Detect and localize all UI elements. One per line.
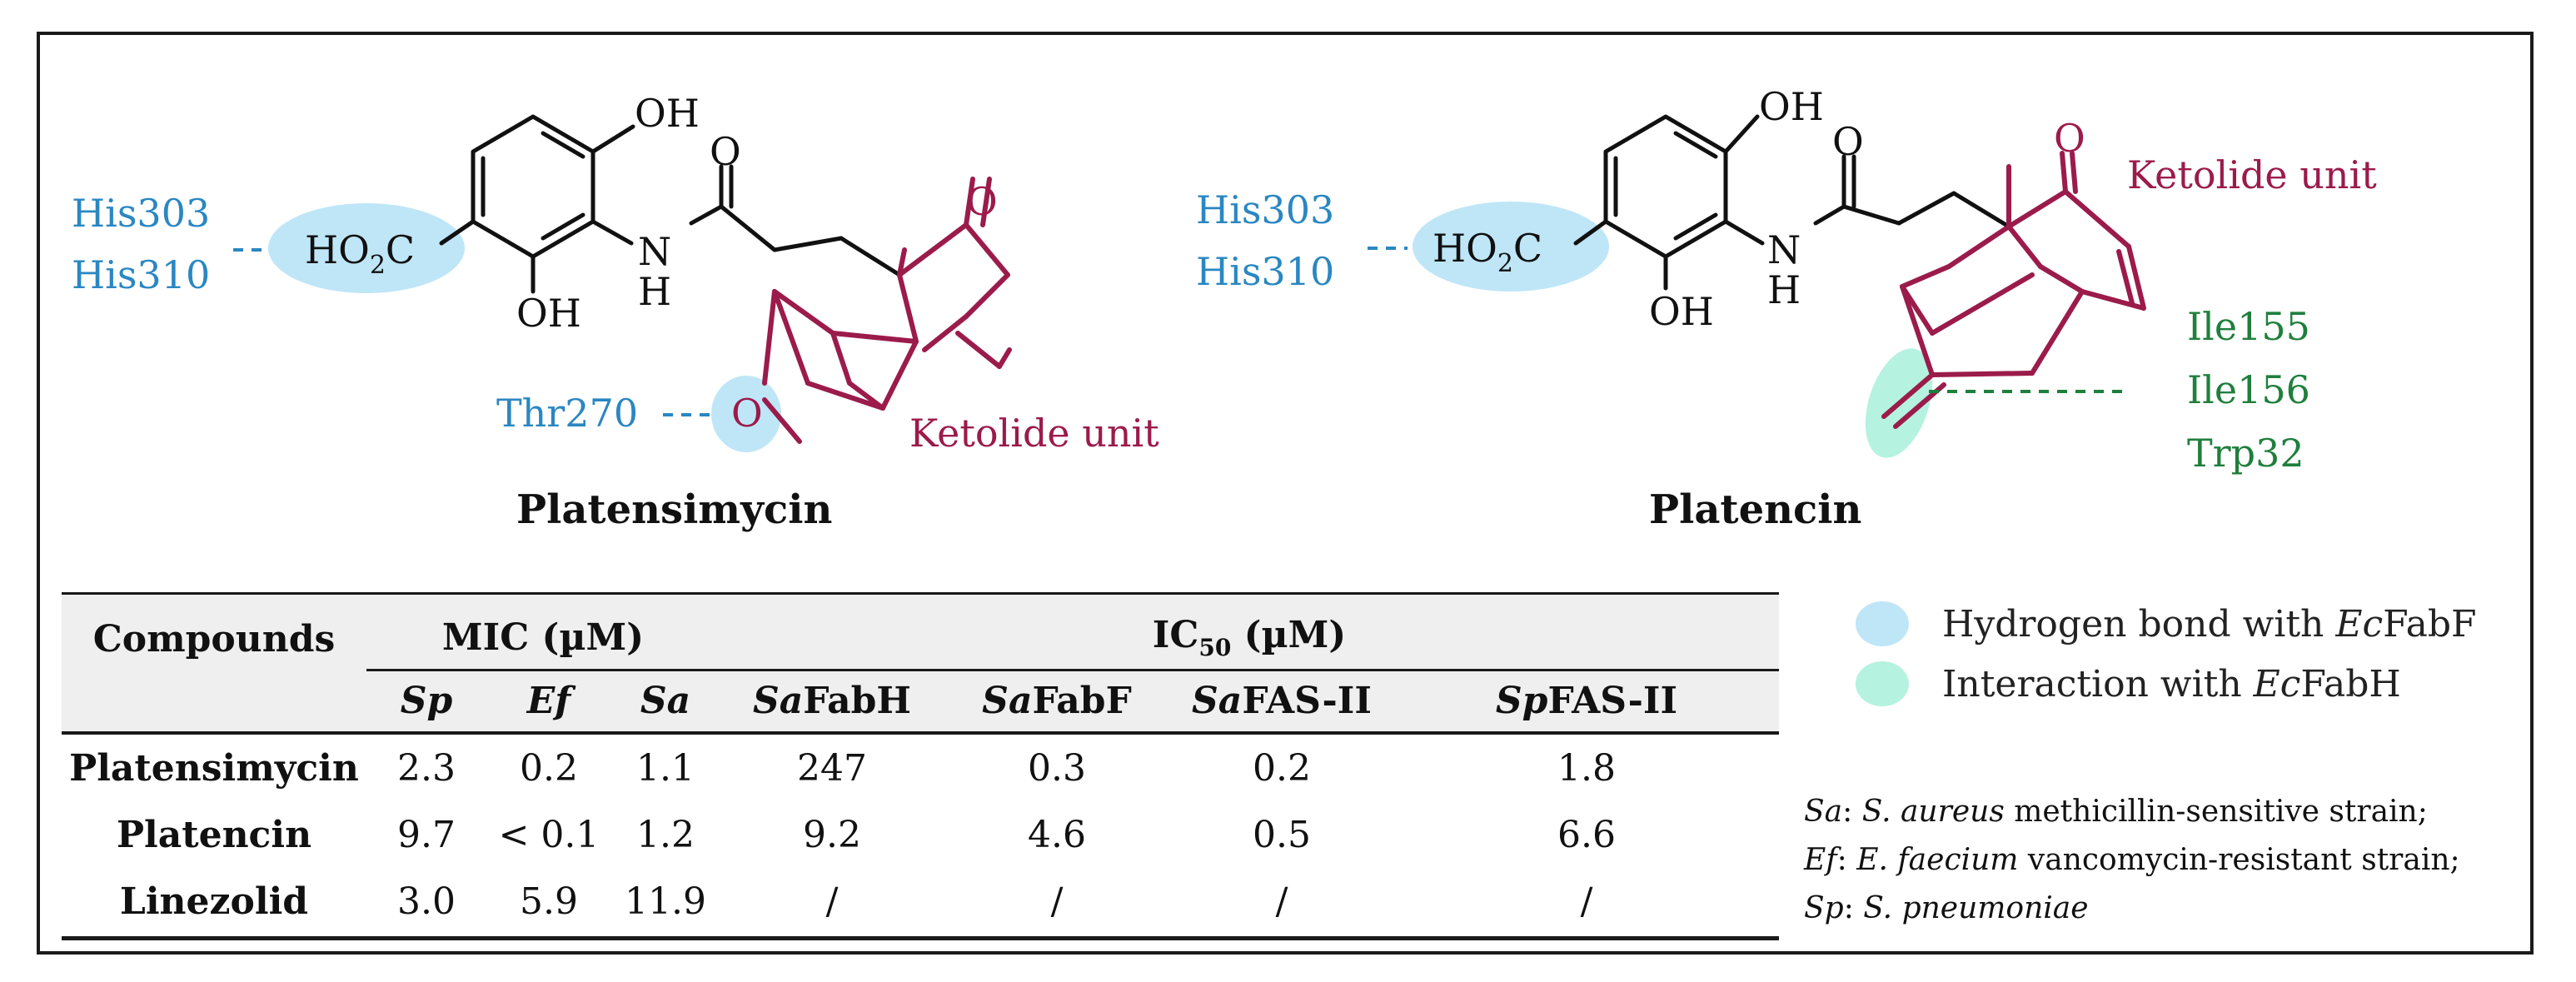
residue-ile156: Ile156 (2187, 367, 2310, 412)
cell: 0.2 (520, 746, 578, 790)
note-sp: Sp: S. pneumoniae (1804, 891, 2089, 925)
table-top-rule (62, 592, 1779, 596)
cell: 4.6 (1028, 813, 1086, 856)
header-ic50: IC50 (µM) (720, 595, 1779, 671)
note-sa: Sa: S. aureus methicillin-sensitive stra… (1804, 795, 2428, 829)
platencin-name: Platencin (1649, 486, 1861, 533)
cell: / (825, 880, 839, 923)
cell: < 0.1 (498, 813, 600, 856)
ketone-o-label: O (966, 179, 998, 224)
ketolide-label-left: Ketolide unit (909, 411, 1159, 456)
amide-h-label-right: H (1767, 267, 1801, 312)
ether-hbond-highlight (711, 376, 781, 452)
ketolide-label-right: Ketolide unit (2127, 152, 2377, 197)
subheader-safabh: SaFabH (753, 680, 911, 723)
oh-bottom-label-right: OH (1649, 289, 1714, 334)
amide-n-label: N (638, 229, 671, 274)
residue-thr270: Thr270 (496, 391, 638, 436)
oh-top-label-right: OH (1759, 84, 1824, 129)
note-ef: Ef: E. faecium vancomycin-resistant stra… (1804, 843, 2460, 877)
legend-swatch-interaction (1856, 661, 1909, 706)
cell: 1.1 (636, 746, 695, 790)
carbonyl-o-label: O (710, 129, 741, 174)
legend-label-interaction: Interaction with EcFabH (1942, 663, 2401, 705)
acid-sub-right: 2 (1497, 249, 1513, 278)
oh-top-label: OH (635, 91, 700, 136)
cell: 11.9 (625, 880, 706, 923)
residue-his310-left: His310 (72, 252, 210, 297)
acid-hbond-highlight-right (1413, 202, 1609, 292)
cell: 247 (797, 746, 867, 790)
cell: 9.2 (803, 813, 861, 856)
residue-ile155: Ile155 (2187, 304, 2310, 349)
cell: 0.5 (1253, 813, 1311, 856)
aromatic-ring-right (1603, 114, 1728, 259)
platencin-structure: OH OH HO2C N H O O Ketolide unit His303 … (1196, 84, 2377, 533)
cell: 6.6 (1557, 813, 1616, 856)
table-bottom-rule (62, 936, 1779, 940)
acid-c: C (386, 227, 415, 272)
platensimycin-structure: OH OH HO2C N H O O O His303 His310 Thr27… (72, 91, 1159, 533)
cell: / (1050, 880, 1064, 923)
acid-sub: 2 (370, 251, 386, 280)
structures-canvas: OH OH HO2C N H O O O His303 His310 Thr27… (72, 84, 2377, 533)
residue-trp32: Trp32 (2187, 431, 2304, 476)
cell: 0.3 (1028, 746, 1086, 790)
cell: 9.7 (397, 813, 456, 856)
figure-frame (37, 32, 2534, 955)
table-header-row-1: Compounds MIC (µM) IC50 (µM) (62, 595, 1779, 671)
subheader-sa: Sa (640, 680, 691, 723)
amide-h-label: H (638, 269, 671, 314)
legend-label-hbond: Hydrogen bond with EcFabF (1942, 603, 2477, 646)
cell: / (1275, 880, 1288, 923)
table-row: Linezolid 3.0 5.9 11.9 / / / / (62, 868, 1779, 935)
cell: 1.8 (1557, 746, 1616, 790)
aromatic-ring (471, 114, 595, 259)
table-row: Platensimycin 2.3 0.2 1.1 247 0.3 0.2 1.… (62, 733, 1779, 801)
acid-label-right: HO2C (1432, 226, 1542, 278)
acid-label: HO2C (305, 227, 415, 280)
acid-c-right: C (1513, 226, 1542, 271)
amide-n-label-right: N (1767, 227, 1801, 272)
subheader-safabf: SaFabF (982, 680, 1132, 723)
row-name: Linezolid (119, 880, 309, 923)
acid-hbond-highlight (268, 203, 465, 293)
subheader-sp: Sp (400, 680, 453, 723)
cell: 0.2 (1253, 746, 1311, 790)
carbonyl-o-label-right: O (1832, 119, 1864, 164)
cell: 3.0 (397, 880, 456, 923)
residue-his310-right: His310 (1196, 249, 1334, 294)
residue-his303-left: His303 (72, 191, 210, 236)
ic50-unit: (µM) (1231, 613, 1347, 656)
ketone-o-label-right: O (2054, 116, 2085, 161)
subheader-spfasii: SpFAS-II (1495, 680, 1678, 723)
platensimycin-name: Platensimycin (516, 486, 832, 533)
header-compounds: Compounds (92, 618, 336, 660)
table-row: Platencin 9.7 < 0.1 1.2 9.2 4.6 0.5 6.6 (62, 801, 1779, 868)
ether-o-label: O (731, 391, 763, 436)
acid-ho: HO (305, 227, 370, 272)
subheader-safasii: SaFAS-II (1192, 680, 1372, 723)
subheader-ef: Ef (526, 680, 571, 723)
abbreviation-notes: Sa: S. aureus methicillin-sensitive stra… (1804, 788, 2460, 933)
cell: / (1580, 880, 1593, 923)
cell: 1.2 (636, 813, 695, 856)
header-mic: MIC (µM) (366, 595, 720, 671)
residue-his303-right: His303 (1196, 187, 1334, 232)
ic50-sub: 50 (1198, 633, 1232, 661)
cell: 5.9 (520, 880, 578, 923)
acid-ho-right: HO (1432, 226, 1497, 271)
ic50-label: IC (1152, 613, 1199, 656)
row-name: Platencin (116, 813, 312, 856)
legend-swatch-hbond (1856, 601, 1909, 646)
oh-bottom-label: OH (516, 291, 581, 336)
row-name: Platensimycin (69, 746, 359, 790)
cell: 2.3 (397, 746, 456, 790)
activity-table: Compounds MIC (µM) IC50 (µM) Sp Ef Sa Sa… (62, 595, 1779, 935)
